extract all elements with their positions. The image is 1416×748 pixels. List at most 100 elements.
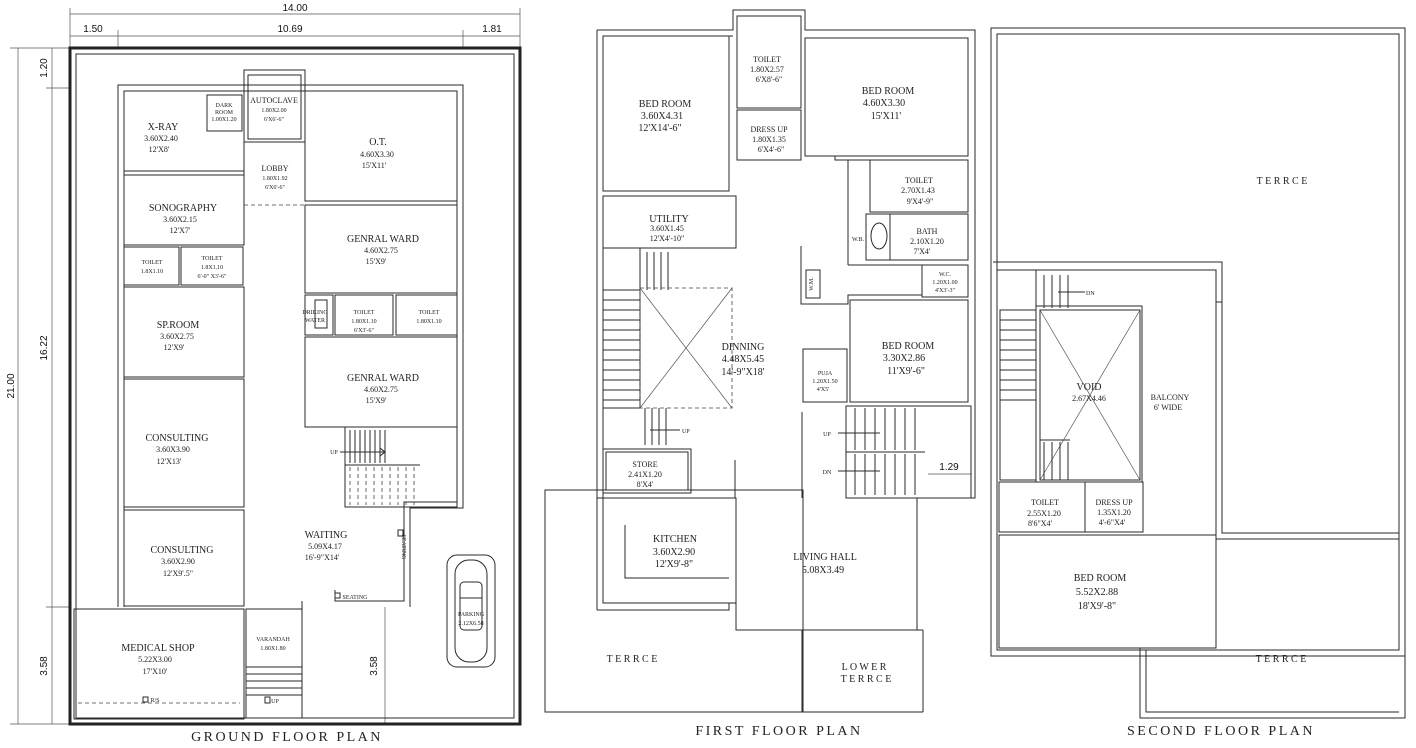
f-living-name: LIVING HALL [793, 552, 857, 563]
waiting-name: WAITING [305, 530, 348, 541]
parking-car-icon [446, 554, 496, 668]
f-bath-feet: 7'X4' [914, 247, 931, 256]
sproom-feet: 12'X9' [164, 343, 185, 352]
ward2-size: 4.60X2.75 [364, 385, 398, 394]
drinking-name2: WATER [305, 318, 325, 324]
consult2-name: CONSULTING [151, 545, 214, 556]
s-terrace-bot: T E R R C E [1256, 654, 1307, 665]
dim-left-top: 1.20 [39, 58, 50, 78]
f-bed1-size: 3.60X4.31 [641, 111, 683, 122]
s-dn: DN [1086, 291, 1095, 297]
s-toilet-size: 2.55X1.20 [1027, 509, 1061, 518]
s-toilet-feet: 8'6"X4' [1028, 519, 1052, 528]
varandah-name: VARANDAH [256, 637, 290, 643]
rs-label: R/S [150, 698, 159, 704]
dim-top-mid: 10.69 [277, 24, 302, 35]
ward2-feet: 15'X9' [366, 396, 387, 405]
drinking-name: DRIKING [302, 310, 328, 316]
sono-size: 3.60X2.15 [163, 215, 197, 224]
s-balcony-name: BALCONY [1151, 393, 1190, 402]
s-dress-feet: 4'-6"X4' [1099, 518, 1126, 527]
second-floor-title: SECOND FLOOR PLAN [1127, 724, 1315, 739]
s-dress-name: DRESS UP [1095, 498, 1133, 507]
f-toilet2-name: TOILET [905, 176, 933, 185]
seating-horizontal: SEATING [343, 595, 369, 601]
ward1-name: GENRAL WARD [347, 234, 419, 245]
parking-name: PARKING [458, 612, 485, 618]
f-bed3-size: 3.30X2.86 [883, 353, 925, 364]
sproom-name: SP.ROOM [157, 320, 200, 331]
ward1-size: 4.60X2.75 [364, 246, 398, 255]
f-living-size: 5.08X3.49 [802, 565, 844, 576]
f-dinning-size: 4.48X5.45 [722, 354, 764, 365]
f-kitchen-feet: 12'X9'-8" [655, 559, 693, 570]
f-wc-size: 1.20X1.00 [932, 280, 957, 286]
toilet-a-size: 1.8X1.10 [141, 269, 163, 275]
dark-name: DARK [215, 103, 233, 109]
s-dress-size: 1.35X1.20 [1097, 508, 1131, 517]
ot-name: O.T. [369, 137, 387, 148]
xray-feet: 12'X8' [149, 145, 170, 154]
s-void-name: VOID [1077, 382, 1102, 393]
ward1-feet: 15'X9' [366, 257, 387, 266]
consult2-size: 3.60X2.90 [161, 557, 195, 566]
lobby-name: LOBBY [261, 164, 288, 173]
f-wm-label: W.M. [809, 277, 815, 291]
f-bath-size: 2.10X1.20 [910, 237, 944, 246]
s-balcony-feet: 6' WIDE [1154, 403, 1182, 412]
s-bed-feet: 18'X9'-8" [1078, 601, 1116, 612]
dim-inner-bot: 3.58 [369, 656, 380, 676]
first-floor-walls [544, 9, 976, 713]
f-dn: DN [823, 470, 832, 476]
first-floor-title: FIRST FLOOR PLAN [695, 724, 862, 739]
f-puja-size: 1.20X1.50 [812, 379, 837, 385]
f-toilet2-feet: 9'X4'-9" [907, 197, 934, 206]
ot-feet: 15'X11' [362, 161, 387, 170]
toilet-b-feet: 6'-0" X3'-6" [198, 274, 227, 280]
dim-left-total: 21.00 [6, 373, 17, 398]
f-bed3-name: BED ROOM [882, 341, 935, 352]
medical-size: 5.22X3.00 [138, 655, 172, 664]
f-puja-name: PUJA [818, 371, 833, 377]
f-up-a: UP [682, 429, 690, 435]
ward2-name: GENRAL WARD [347, 373, 419, 384]
toilet-c-size: 1.80X1.10 [351, 319, 376, 325]
ground-up-label: UP [330, 450, 338, 456]
f-wc-feet: 4'X3'-3" [935, 288, 955, 294]
f-dress-size: 1.80X1.35 [752, 135, 786, 144]
ot-size: 4.60X3.30 [360, 150, 394, 159]
xray-size: 3.60X2.40 [144, 134, 178, 143]
dim-top-total: 14.00 [282, 3, 307, 14]
second-floor-walls [990, 27, 1406, 719]
autoclave-feet: 6'X6'-6" [264, 117, 284, 123]
f-store-size: 2.41X1.20 [628, 470, 662, 479]
f-lower-1: L O W E R [842, 662, 887, 673]
toilet-d-size: 1.80X1.10 [416, 319, 441, 325]
toilet-a-name: TOILET [142, 260, 163, 266]
consult1-name: CONSULTING [146, 433, 209, 444]
varandah-size: 1.80X1.80 [260, 646, 285, 652]
f-dinning-name: DINNING [722, 342, 765, 353]
f-toilet1-size: 1.80X2.57 [750, 65, 784, 74]
autoclave-size: 1.80X2.00 [261, 108, 286, 114]
waiting-size: 5.09X4.17 [308, 542, 342, 551]
s-toilet-name: TOILET [1031, 498, 1059, 507]
dark-size: 1.00X1.20 [211, 117, 236, 123]
medical-name: MEDICAL SHOP [121, 643, 195, 654]
f-toilet2-size: 2.70X1.43 [901, 186, 935, 195]
f-toilet1-name: TOILET [753, 55, 781, 64]
f-dress-name: DRESS UP [750, 125, 788, 134]
f-bath-name: BATH [917, 227, 938, 236]
varandah-up-label: UP [271, 699, 279, 705]
f-dim-stair: 1.29 [939, 462, 959, 473]
dark-name2: ROOM [215, 110, 234, 116]
toilet-d-name: TOILET [419, 310, 440, 316]
f-bed1-feet: 12'X14'-6" [638, 123, 681, 134]
waiting-feet: 16'-9"X14' [305, 553, 340, 562]
f-store-feet: 8'X4' [637, 480, 654, 489]
f-bed2-name: BED ROOM [862, 86, 915, 97]
dim-left-bot: 3.58 [39, 656, 50, 676]
xray-name: X-RAY [148, 122, 179, 133]
f-puja-feet: 4'X5' [817, 387, 830, 393]
s-terrace-top: T E R R C E [1257, 176, 1308, 187]
